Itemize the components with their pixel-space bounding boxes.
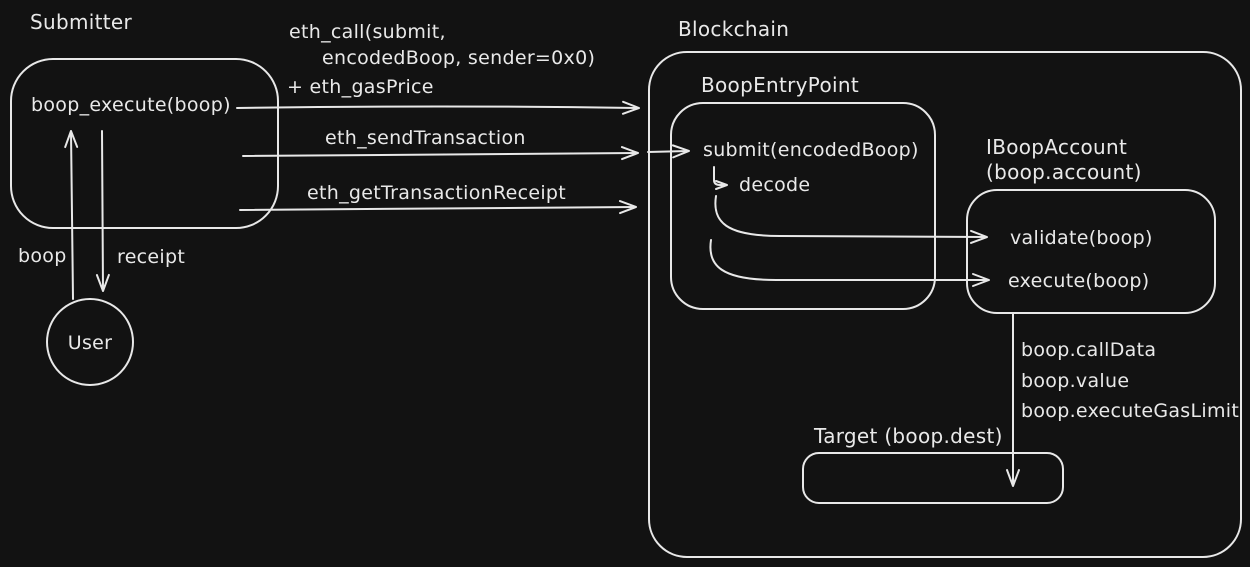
account-label-line2: (boop.account)	[986, 160, 1142, 184]
decode-to-validate-arrow	[714, 195, 988, 244]
decode-label: decode	[739, 174, 810, 196]
submitter-label: Submitter	[30, 10, 132, 34]
boop-edge-label: boop	[18, 245, 67, 267]
entrypoint-box	[670, 102, 936, 310]
eth-call-arrow	[236, 100, 640, 115]
eth-call-label-line3: + eth_gasPrice	[287, 76, 434, 98]
target-box	[802, 452, 1064, 504]
boop-executegaslimit-label: boop.executeGasLimit	[1021, 400, 1239, 422]
decode-to-execute-arrow	[709, 239, 990, 287]
eth-call-label-line2: encodedBoop, sender=0x0)	[322, 47, 595, 69]
eth-send-transaction-label: eth_sendTransaction	[325, 127, 526, 149]
eth-call-label-line1: eth_call(submit,	[289, 21, 446, 43]
submitter-box	[10, 58, 279, 229]
entrypoint-method-label: submit(encodedBoop)	[703, 139, 919, 161]
target-label: Target (boop.dest)	[813, 424, 1003, 448]
decode-elbow-arrow-icon	[713, 166, 728, 190]
eth-get-transaction-receipt-arrow	[239, 200, 637, 215]
eth-get-transaction-receipt-label: eth_getTransactionReceipt	[307, 182, 566, 204]
execute-method-label: execute(boop)	[1008, 270, 1149, 292]
account-label-line1: IBoopAccount	[986, 135, 1127, 159]
boop-calldata-label: boop.callData	[1021, 339, 1156, 361]
user-circle	[46, 298, 134, 386]
blockchain-box	[648, 51, 1242, 558]
validate-method-label: validate(boop)	[1010, 227, 1153, 249]
submitter-to-user-receipt-arrow	[95, 130, 110, 292]
user-to-submitter-boop-arrow	[64, 130, 79, 300]
account-box	[966, 189, 1216, 314]
entrypoint-label: BoopEntryPoint	[701, 73, 859, 97]
blockchain-label: Blockchain	[678, 17, 789, 41]
eth-send-transaction-arrow	[242, 146, 639, 161]
receipt-edge-label: receipt	[117, 246, 185, 268]
user-label: User	[68, 332, 113, 354]
submitter-method-label: boop_execute(boop)	[31, 94, 231, 116]
eth-send-transaction-arrow-tip	[647, 144, 690, 159]
boop-value-label: boop.value	[1021, 370, 1129, 392]
